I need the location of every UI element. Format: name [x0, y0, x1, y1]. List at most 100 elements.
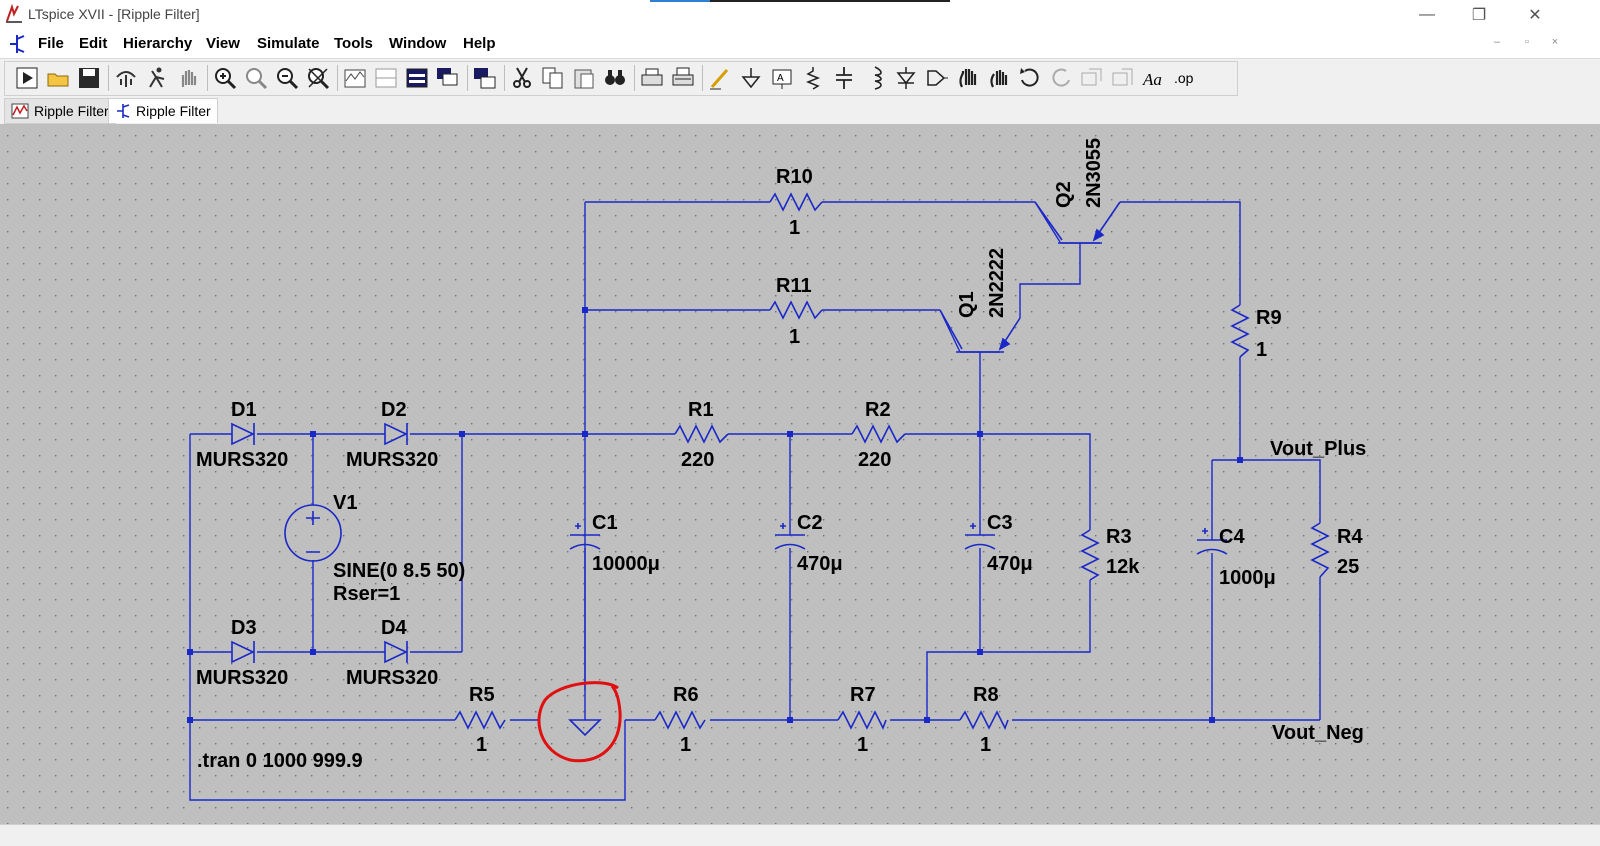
d4-model: MURS320 [346, 667, 438, 689]
resistor-button[interactable] [800, 65, 826, 91]
schematic-doc-icon[interactable] [6, 33, 28, 55]
toolbar-separator [634, 65, 635, 91]
q2-name: Q2 [1053, 181, 1075, 208]
spice-directive-button[interactable]: .op [1172, 65, 1198, 91]
resistor-r4-symbol [1310, 522, 1330, 578]
mirror-icon [1112, 68, 1133, 86]
autorange-button[interactable] [342, 65, 368, 91]
menu-window[interactable]: Window [389, 35, 447, 52]
redo-button[interactable] [1048, 65, 1074, 91]
minimize-button[interactable]: — [1419, 6, 1435, 23]
window-button[interactable] [472, 65, 498, 91]
save-button[interactable] [76, 65, 102, 91]
tab-waveform[interactable]: Ripple Filter [4, 98, 116, 124]
wire-button[interactable] [707, 65, 733, 91]
tab-schematic[interactable]: Ripple Filter [108, 98, 218, 123]
component-icon [927, 70, 948, 86]
transistor-q2-symbol [1034, 201, 1121, 244]
d2-name: D2 [381, 399, 407, 421]
pan-button[interactable] [175, 65, 201, 91]
open-button[interactable] [45, 65, 71, 91]
d3-model: MURS320 [196, 667, 288, 689]
title-bar: LTspice XVII - [Ripple Filter] — ❐ ✕ [0, 0, 1600, 31]
tab-label: Ripple Filter [34, 103, 109, 119]
resistor-icon [805, 67, 821, 90]
zoom-area-button[interactable] [243, 65, 269, 91]
mdi-restore-button[interactable]: ▫ [1525, 36, 1529, 48]
mdi-close-button[interactable]: × [1551, 36, 1559, 48]
drag-button[interactable] [986, 65, 1012, 91]
rotate-button[interactable] [1079, 65, 1105, 91]
inductor-button[interactable] [862, 65, 888, 91]
ltspice-logo-icon [6, 4, 22, 23]
label-net-icon: A [772, 69, 792, 89]
move-button[interactable] [955, 65, 981, 91]
menu-view[interactable]: View [206, 35, 240, 52]
resistor-r2-symbol [851, 424, 906, 444]
menu-hierarchy[interactable]: Hierarchy [123, 35, 193, 52]
component-button[interactable] [924, 65, 950, 91]
open-icon [47, 73, 69, 87]
diode-d1-symbol [231, 422, 255, 446]
q1-name: Q1 [956, 291, 978, 318]
r4-value: 25 [1337, 556, 1359, 578]
r2-name: R2 [865, 399, 891, 421]
r8-value: 1 [980, 734, 991, 756]
print-button[interactable] [639, 65, 665, 91]
text-button[interactable]: Aa [1141, 65, 1167, 91]
menu-simulate[interactable]: Simulate [257, 35, 320, 52]
close-button[interactable]: ✕ [1528, 7, 1542, 24]
menu-help[interactable]: Help [463, 35, 496, 52]
capacitor-c4-symbol [1196, 528, 1228, 555]
label-net-button[interactable]: A [769, 65, 795, 91]
menu-file[interactable]: File [38, 35, 64, 52]
r5-name: R5 [469, 684, 495, 706]
mirror-button[interactable] [1110, 65, 1136, 91]
menu-tools[interactable]: Tools [334, 35, 373, 52]
voltage-source-v1-symbol [284, 504, 342, 562]
r5-value: 1 [476, 734, 487, 756]
diode-button[interactable] [893, 65, 919, 91]
find-icon [605, 70, 625, 85]
restore-button[interactable]: ❐ [1471, 7, 1487, 24]
cascade-button[interactable] [435, 65, 461, 91]
zoom-in-button[interactable] [212, 65, 238, 91]
menu-edit[interactable]: Edit [79, 35, 108, 52]
svg-text:Aa: Aa [1142, 70, 1162, 89]
paste-button[interactable] [571, 65, 597, 91]
paste-icon [574, 69, 594, 89]
zoom-cancel-button[interactable] [305, 65, 331, 91]
ground-button[interactable] [738, 65, 764, 91]
print-setup-button[interactable] [670, 65, 696, 91]
drag-icon [990, 70, 1008, 88]
cut-button[interactable] [509, 65, 535, 91]
toolbar-separator [504, 65, 505, 91]
tile-horizontal-button[interactable] [373, 65, 399, 91]
tile-horizontal-icon [375, 68, 397, 88]
run-button[interactable] [14, 65, 40, 91]
c3-value: 470μ [987, 553, 1033, 575]
capacitor-button[interactable] [831, 65, 857, 91]
ground-symbol [568, 719, 602, 737]
control-panel-button[interactable] [113, 65, 139, 91]
document-tabs: Ripple Filter Ripple Filter [0, 97, 1600, 124]
q2-model: 2N3055 [1083, 138, 1105, 208]
tile-vertical-button[interactable] [404, 65, 430, 91]
zoom-cancel-icon [308, 68, 330, 90]
find-button[interactable] [602, 65, 628, 91]
toolbar: A Aa .op [0, 58, 1600, 98]
zoom-out-button[interactable] [274, 65, 300, 91]
undo-button[interactable] [1017, 65, 1043, 91]
rotate-icon [1081, 68, 1102, 86]
r8-name: R8 [973, 684, 999, 706]
c4-name: C4 [1219, 526, 1245, 548]
copy-button[interactable] [540, 65, 566, 91]
halt-button[interactable] [144, 65, 170, 91]
spice-directive[interactable]: .tran 0 1000 999.9 [197, 750, 363, 772]
schematic-svg[interactable]: R10 1 R11 1 Q2 2N3055 Q1 2N2222 R9 1 D1 … [0, 124, 1600, 824]
schematic-canvas[interactable]: R10 1 R11 1 Q2 2N3055 Q1 2N2222 R9 1 D1 … [0, 124, 1600, 824]
v1-value: SINE(0 8.5 50) [333, 560, 465, 582]
r3-name: R3 [1106, 526, 1132, 548]
mdi-minimize-button[interactable]: – [1493, 36, 1501, 48]
r9-value: 1 [1256, 339, 1267, 361]
